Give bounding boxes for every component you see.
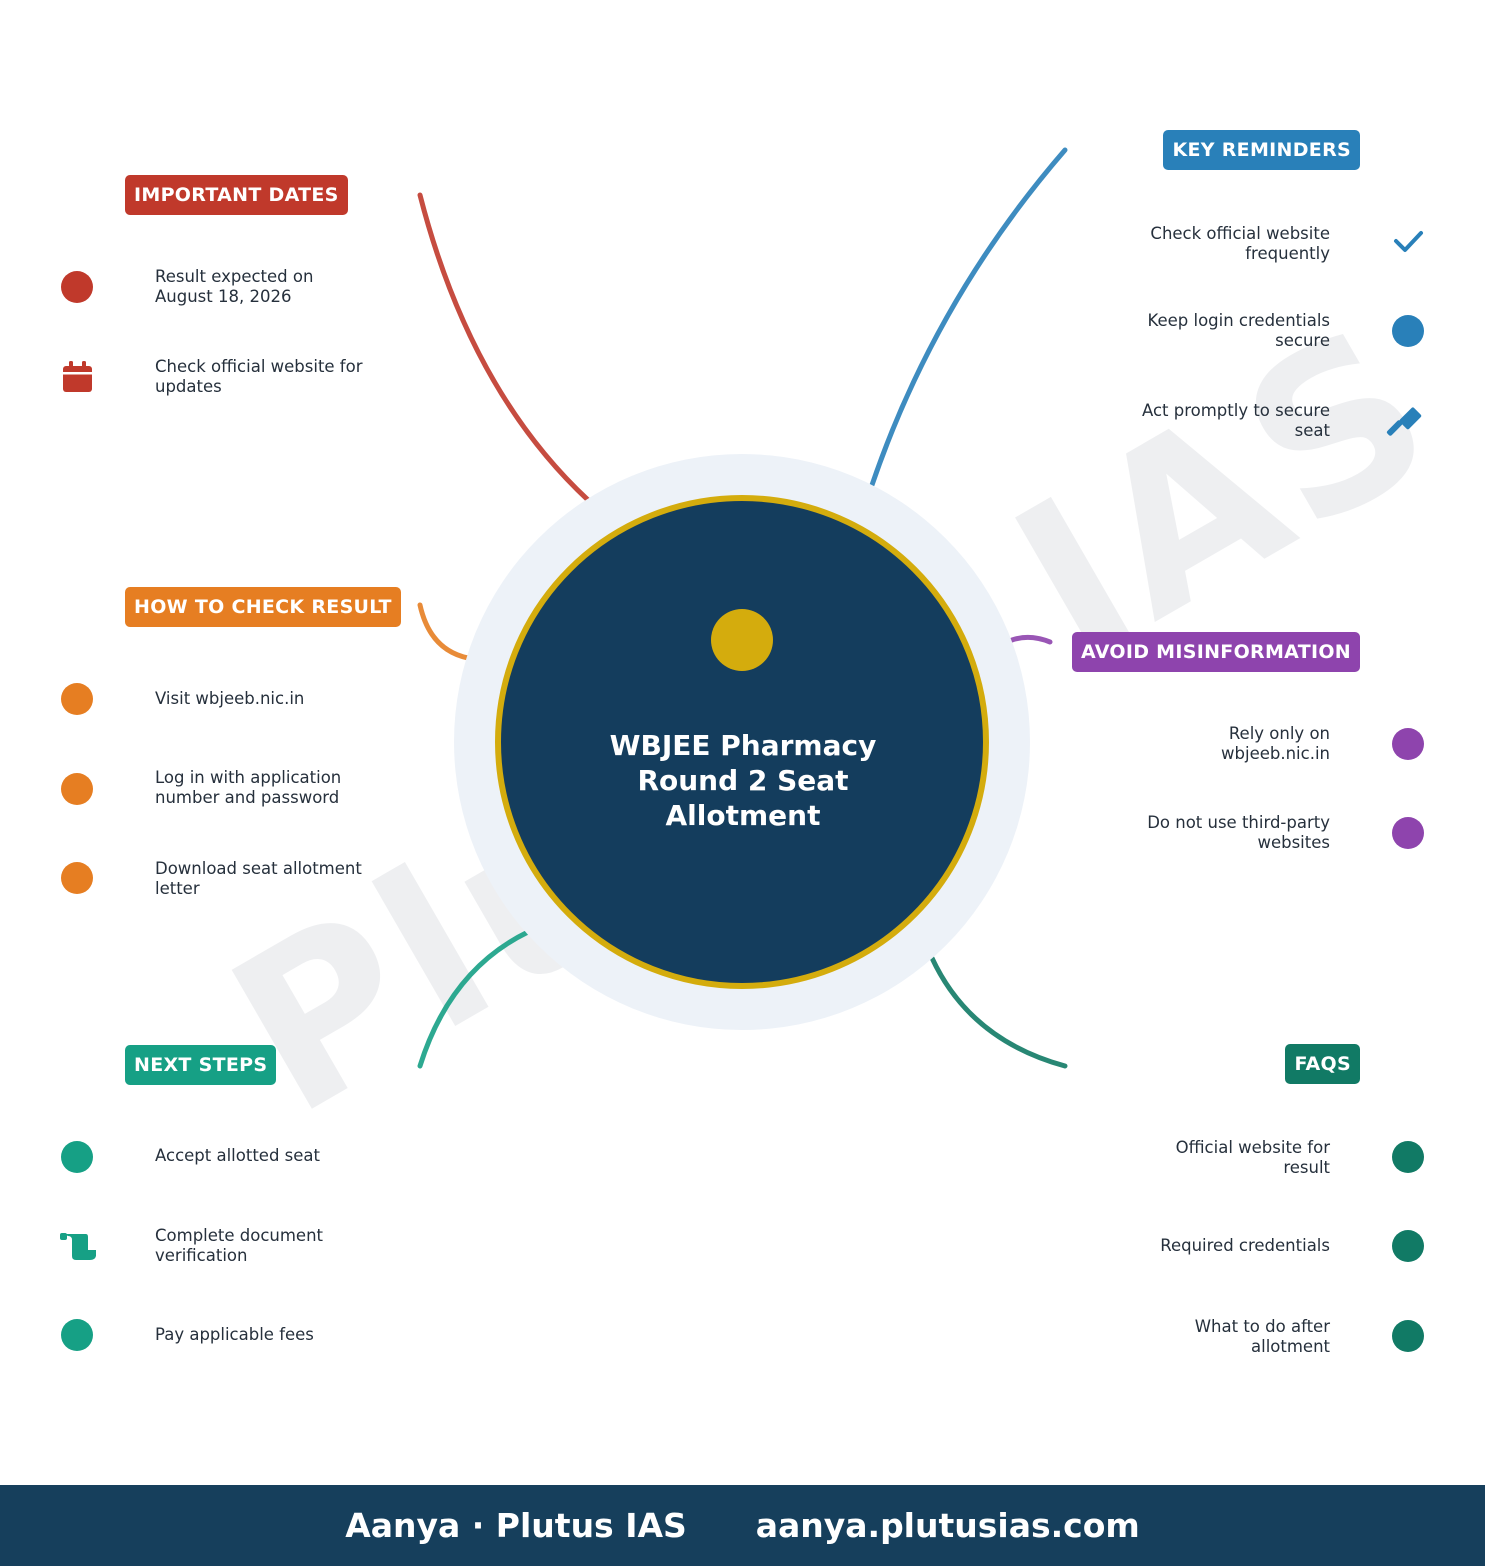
center-title-line: WBJEE Pharmacy bbox=[609, 729, 877, 762]
list-item: Keep login credentials secure bbox=[1147, 311, 1330, 350]
list-item: Log in with application number and passw… bbox=[155, 768, 342, 807]
circle-icon bbox=[1392, 315, 1424, 347]
badge-next-steps: NEXT STEPS bbox=[125, 1045, 277, 1085]
connector-avoid-misinformation bbox=[1009, 634, 1053, 645]
list-item: Act promptly to secure seat bbox=[1141, 401, 1330, 440]
circle-icon bbox=[61, 683, 93, 715]
circle-icon bbox=[61, 1141, 93, 1173]
center-title-line: Allotment bbox=[665, 799, 821, 832]
footer-url[interactable]: aanya.plutusias.com bbox=[755, 1506, 1140, 1545]
footer-spacer bbox=[687, 1506, 756, 1545]
center-circle bbox=[495, 495, 989, 989]
badge-key-reminders: KEY REMINDERS bbox=[1163, 130, 1360, 170]
connector-key-reminders bbox=[869, 147, 1068, 488]
circle-icon bbox=[1392, 1320, 1424, 1352]
center-title-line: Round 2 Seat bbox=[637, 764, 849, 797]
list-item: Required credentials bbox=[1160, 1236, 1330, 1255]
list-item: Rely only on wbjeeb.nic.in bbox=[1221, 724, 1330, 763]
center-title: WBJEE Pharmacy Round 2 Seat Allotment bbox=[543, 728, 943, 833]
list-item: Check official website for updates bbox=[155, 357, 363, 396]
circle-icon bbox=[1392, 1141, 1424, 1173]
circle-icon bbox=[1392, 1230, 1424, 1262]
list-item: Visit wbjeeb.nic.in bbox=[155, 689, 305, 708]
footer-bar: Aanya · Plutus IAS aanya.plutusias.com bbox=[0, 1485, 1485, 1566]
list-item: Download seat allotment letter bbox=[155, 859, 362, 898]
badge-how-to-check-result: HOW TO CHECK RESULT bbox=[125, 587, 401, 627]
center-dot-icon bbox=[711, 609, 773, 671]
circle-icon bbox=[1392, 817, 1424, 849]
list-item: Result expected on August 18, 2026 bbox=[155, 267, 314, 306]
check-icon bbox=[1394, 231, 1423, 252]
list-item: Do not use third-party websites bbox=[1147, 813, 1330, 852]
circle-icon bbox=[61, 271, 93, 303]
circle-icon bbox=[1392, 728, 1424, 760]
list-item: Pay applicable fees bbox=[155, 1325, 314, 1344]
badge-avoid-misinformation: AVOID MISINFORMATION bbox=[1071, 632, 1360, 672]
badge-faqs: FAQS bbox=[1285, 1044, 1360, 1084]
footer-brand: Aanya · Plutus IAS bbox=[345, 1506, 687, 1545]
list-item: Complete document verification bbox=[155, 1226, 324, 1265]
list-item: Official website for result bbox=[1175, 1138, 1330, 1177]
circle-icon bbox=[61, 862, 93, 894]
list-item: Accept allotted seat bbox=[155, 1146, 320, 1165]
circle-icon bbox=[61, 1319, 93, 1351]
connector-how-to-check bbox=[417, 602, 471, 661]
connector-next-steps bbox=[417, 929, 531, 1069]
connector-important-dates bbox=[417, 192, 591, 503]
gavel-icon bbox=[1386, 407, 1422, 436]
badge-important-dates: IMPORTANT DATES bbox=[125, 175, 348, 215]
scroll-icon bbox=[60, 1233, 96, 1260]
circle-icon bbox=[61, 773, 93, 805]
list-item: Check official website frequently bbox=[1150, 224, 1330, 263]
list-item: What to do after allotment bbox=[1194, 1317, 1330, 1356]
connector-faqs bbox=[929, 955, 1068, 1069]
calendar-icon bbox=[63, 361, 92, 392]
